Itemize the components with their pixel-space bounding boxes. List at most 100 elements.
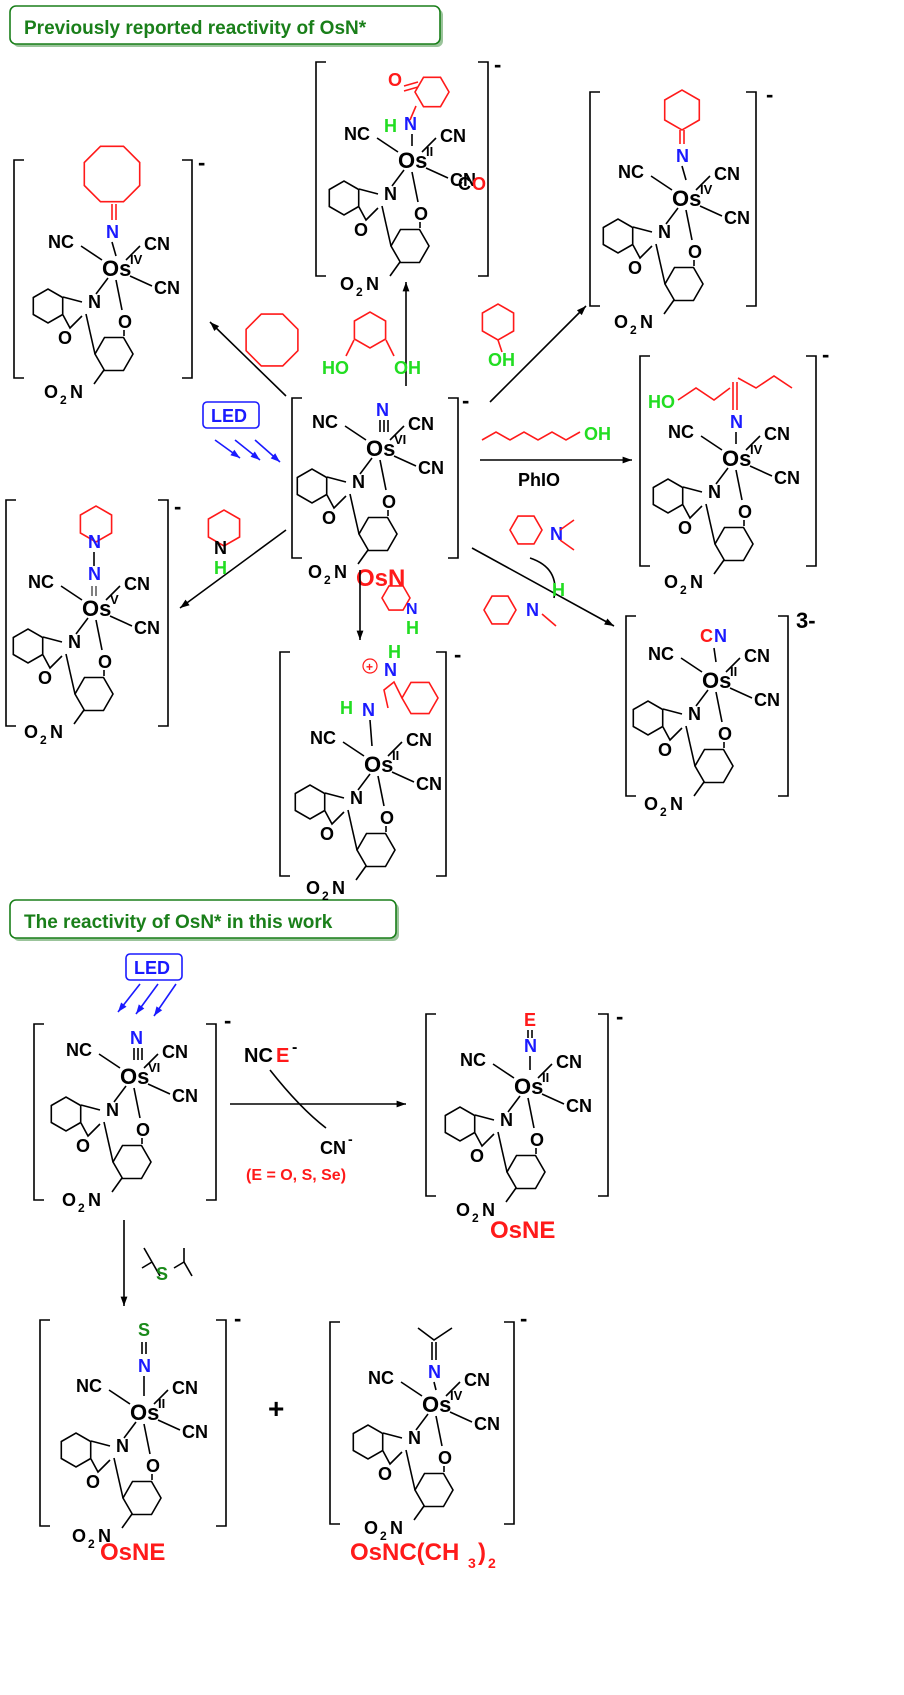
oxidation-state: IV	[130, 252, 143, 267]
bond	[173, 1261, 185, 1269]
oxidation-state: II	[158, 1396, 165, 1411]
indole-reagent-n: N	[406, 601, 418, 618]
oxidation-state: VI	[394, 432, 406, 447]
bond	[650, 175, 673, 191]
enone-h: H	[384, 116, 397, 136]
charge: -	[766, 82, 773, 107]
o-ring: O	[322, 508, 336, 528]
benzene-ring	[632, 700, 664, 736]
benzene-ring	[294, 784, 326, 820]
product-5-bracket-right	[158, 499, 169, 727]
o-ligand: O	[738, 502, 752, 522]
nitro-sub: 2	[472, 1211, 479, 1225]
indole-n: N	[384, 660, 397, 680]
product-1-bracket-left	[13, 159, 24, 379]
bond	[98, 1053, 121, 1069]
o-ligand: O	[136, 1120, 150, 1140]
isopropyl	[141, 1261, 153, 1269]
cn-ligand: CN	[566, 1096, 592, 1116]
o-ring: O	[76, 1136, 90, 1156]
nitro-n: N	[70, 382, 83, 402]
benzene-ring	[328, 180, 360, 216]
led-ray-2-head	[250, 451, 260, 460]
benzene-ring	[50, 1096, 82, 1132]
nitro-sub: 2	[660, 805, 667, 819]
nitro-n: N	[366, 274, 379, 294]
enone-o: O	[388, 70, 402, 90]
bond	[715, 467, 729, 485]
cn-ligand: CN	[440, 126, 466, 146]
nitro-o: O	[62, 1190, 76, 1210]
nitro-n: N	[690, 572, 703, 592]
bond	[381, 205, 387, 225]
bond	[659, 261, 666, 285]
bond	[433, 1381, 437, 1391]
bond	[385, 223, 392, 247]
bond	[497, 339, 503, 353]
cn-ligand: CN	[774, 468, 800, 488]
n-ligand: N	[350, 788, 363, 808]
led-box	[202, 401, 260, 429]
osns-bracket-right	[216, 1319, 227, 1527]
bond	[435, 1415, 443, 1447]
bond	[393, 455, 417, 467]
o-ring: O	[38, 668, 52, 688]
benzene-ring	[602, 218, 634, 254]
o-ring: O	[678, 518, 692, 538]
bond	[62, 296, 83, 330]
nitro-sub: 2	[630, 323, 637, 337]
cn-ligand: CN	[714, 164, 740, 184]
catechol-oh: OH	[394, 358, 421, 378]
charge-3minus: 3-	[796, 608, 816, 633]
n-ligand: N	[352, 472, 365, 492]
bond	[729, 687, 753, 699]
bond	[65, 653, 71, 673]
nitro-n: N	[482, 1200, 495, 1220]
oxidation-state: V	[110, 592, 119, 607]
bond	[391, 169, 405, 187]
nc-ligand: NC	[312, 412, 338, 432]
nitro-sub: 2	[680, 583, 687, 597]
quinone-ring	[414, 76, 450, 108]
phenol-ring	[390, 228, 430, 264]
product-3-bracket-right	[746, 91, 757, 307]
cyclohexanol-oh: OH	[488, 350, 515, 370]
nitro-sub: 2	[324, 573, 331, 587]
n-ligand: N	[116, 1436, 129, 1456]
bond	[474, 1114, 495, 1148]
benzene-ring	[12, 628, 44, 664]
led-ray-4-head	[118, 1002, 127, 1012]
product-1-bracket-right	[182, 159, 193, 379]
bond	[505, 1187, 517, 1203]
octanol-oh: OH	[584, 424, 611, 444]
bond	[413, 1505, 425, 1521]
nc-ligand: NC	[460, 1050, 486, 1070]
benzene-ring	[32, 288, 64, 324]
product-5-bracket-left	[5, 499, 16, 727]
bond	[389, 425, 405, 441]
nitro-sub: 2	[322, 889, 329, 903]
arrow-to-hydroxy-head	[622, 456, 632, 464]
benzene-ring	[296, 468, 328, 504]
nc-ligand: NC	[76, 1376, 102, 1396]
cn-ligand: CN	[406, 730, 432, 750]
bond	[95, 277, 109, 295]
nitrido-n: N	[130, 1028, 143, 1048]
cn-ligand: CN	[764, 424, 790, 444]
phenol-ring	[664, 266, 704, 302]
bond	[421, 137, 437, 153]
bond	[385, 339, 395, 357]
oxidation-state: IV	[450, 1388, 463, 1403]
piperidine-n: N	[214, 538, 227, 558]
phenol-ring	[506, 1154, 546, 1190]
phenol-ring	[356, 832, 396, 868]
indole-pyrrole	[383, 680, 403, 709]
nitro-n: N	[670, 794, 683, 814]
bond	[125, 245, 141, 261]
charge: -	[616, 1004, 623, 1029]
imine-n: N	[106, 222, 119, 242]
bond	[129, 275, 153, 287]
oxidation-state: IV	[700, 182, 713, 197]
nce-e: E	[276, 1045, 289, 1067]
